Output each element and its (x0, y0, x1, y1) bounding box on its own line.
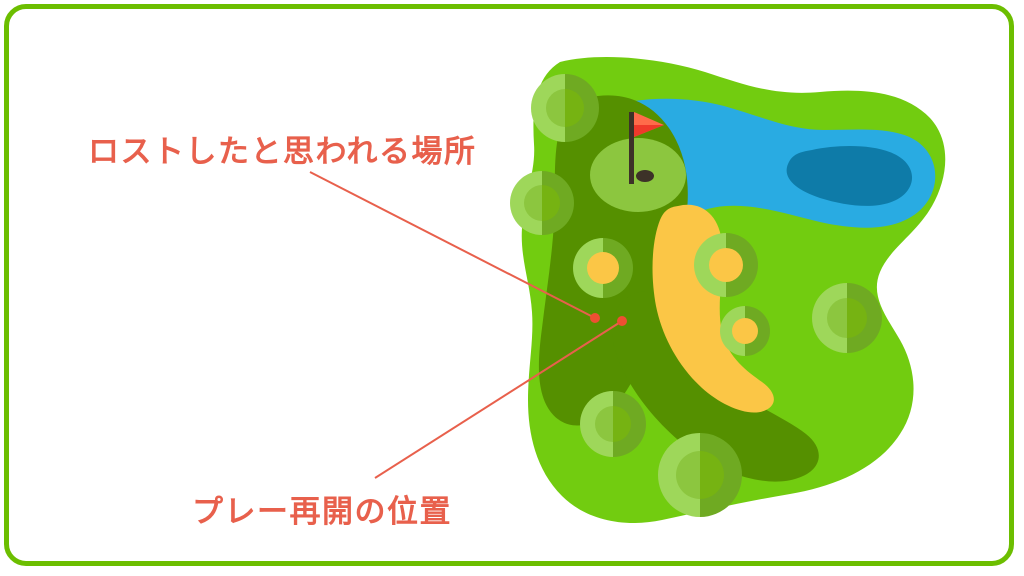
leader-line-lost (309, 171, 596, 319)
tree-core (524, 185, 560, 221)
tree-core (546, 89, 584, 127)
annotation-label-lost-ball: ロストしたと思われる場所 (88, 134, 477, 170)
hole-cup-icon (636, 170, 654, 182)
annotation-label-resume-play: プレー再開の位置 (192, 494, 452, 530)
marker-resume-play[interactable] (617, 316, 627, 326)
tree-core (732, 318, 758, 344)
tree-core (827, 298, 867, 338)
tree-core (587, 252, 619, 284)
marker-lost-ball[interactable] (590, 313, 600, 323)
flagstick-icon (629, 112, 664, 184)
leader-line-resume (374, 320, 623, 479)
tree-core (709, 248, 743, 282)
annotation-leader-lines (309, 171, 627, 479)
bunker (652, 204, 774, 413)
tree-core (676, 451, 724, 499)
tree-core (595, 406, 631, 442)
